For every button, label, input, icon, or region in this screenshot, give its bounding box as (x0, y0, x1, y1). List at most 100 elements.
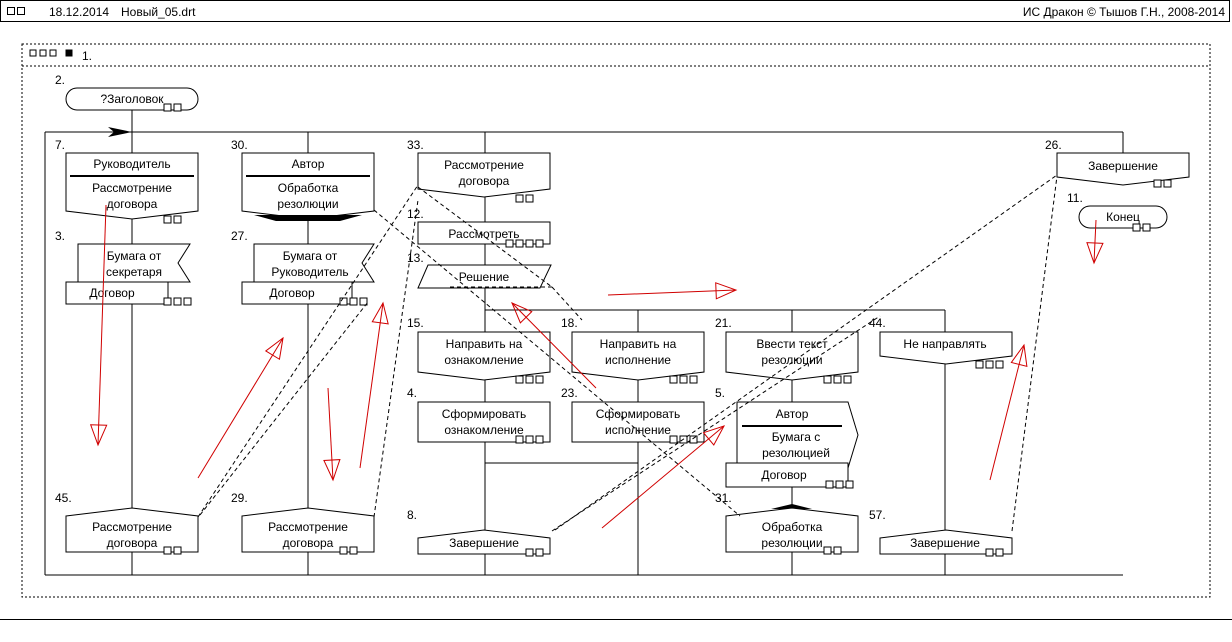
node-number: 26. (1045, 138, 1062, 152)
node-handle[interactable] (515, 375, 524, 384)
node-label: Направить на (446, 337, 523, 351)
frame-handle-filled[interactable] (65, 49, 73, 57)
node-handle[interactable] (669, 375, 678, 384)
window-icon-right[interactable] (17, 7, 25, 15)
actor-label: Автор (776, 407, 809, 421)
node-handle[interactable] (525, 548, 534, 557)
node-handle[interactable] (163, 215, 172, 224)
document-filename: Новый_05.drt (121, 5, 196, 19)
node-label: Завершение (1088, 159, 1158, 173)
node-handle[interactable] (843, 375, 852, 384)
node-handle[interactable] (173, 546, 182, 555)
node-handle[interactable] (835, 480, 844, 489)
shelf-sub-label: Договор (89, 286, 135, 300)
dashed-link (1011, 175, 1058, 532)
node-handle[interactable] (535, 548, 544, 557)
frame-handle[interactable] (49, 49, 57, 57)
node-handle[interactable] (515, 194, 524, 203)
node-handle[interactable] (349, 546, 358, 555)
annotation-arrowhead-icon (323, 459, 341, 482)
node-handle[interactable] (535, 375, 544, 384)
node-handle[interactable] (995, 548, 1004, 557)
node-handle[interactable] (1132, 223, 1141, 232)
node-handle[interactable] (173, 103, 182, 112)
node-handle[interactable] (1153, 179, 1162, 188)
node-handle[interactable] (163, 546, 172, 555)
node-label: Бумага от (283, 249, 338, 263)
node-number: 13. (407, 251, 424, 265)
node-handle[interactable] (525, 194, 534, 203)
node-handle[interactable] (535, 435, 544, 444)
shelf-sub-node[interactable] (65, 281, 169, 305)
node-handle[interactable] (525, 435, 534, 444)
node-number: 8. (407, 508, 417, 522)
node-label: исполнение (605, 353, 671, 367)
input-node[interactable] (879, 529, 1013, 555)
end-node[interactable] (1078, 205, 1168, 229)
node-handle[interactable] (975, 360, 984, 369)
node-handle[interactable] (689, 375, 698, 384)
node-handle[interactable] (515, 239, 524, 248)
node-handle[interactable] (163, 103, 172, 112)
node-handle[interactable] (173, 215, 182, 224)
node-handle[interactable] (833, 546, 842, 555)
input-node[interactable] (725, 507, 859, 553)
action-node[interactable] (571, 401, 705, 443)
action-node[interactable] (417, 221, 551, 245)
annotation-arrow-shaft (607, 289, 737, 296)
frame-handle[interactable] (39, 49, 47, 57)
input-node[interactable] (241, 507, 375, 553)
node-number: 4. (407, 386, 417, 400)
node-handle[interactable] (679, 375, 688, 384)
node-label: резолюции (761, 536, 822, 550)
node-handle[interactable] (163, 297, 172, 306)
node-handle[interactable] (995, 360, 1004, 369)
action-node[interactable] (417, 401, 551, 443)
node-handle[interactable] (823, 546, 832, 555)
node-handle[interactable] (183, 297, 192, 306)
node-handle[interactable] (515, 435, 524, 444)
node-handle[interactable] (505, 239, 514, 248)
actor-label: Автор (292, 157, 325, 171)
node-handle[interactable] (833, 375, 842, 384)
node-handle[interactable] (1163, 179, 1172, 188)
input-node[interactable] (417, 529, 551, 555)
node-handle[interactable] (985, 548, 994, 557)
node-handle[interactable] (823, 375, 832, 384)
dashed-link (551, 315, 881, 532)
annotation-arrowhead-icon (89, 424, 108, 447)
node-label: секретаря (106, 265, 162, 279)
shelf-node[interactable] (77, 243, 191, 283)
node-handle[interactable] (359, 297, 368, 306)
window-icon-left[interactable] (7, 7, 15, 15)
node-handle[interactable] (689, 435, 698, 444)
node-handle[interactable] (535, 239, 544, 248)
node-handle[interactable] (349, 297, 358, 306)
node-label: Завершение (910, 536, 980, 550)
node-handle[interactable] (845, 480, 854, 489)
shelf-actor-node[interactable] (736, 401, 859, 469)
frame-handle[interactable] (29, 49, 37, 57)
node-label: ознакомление (444, 423, 524, 437)
node-handle[interactable] (173, 297, 182, 306)
output-node[interactable] (879, 331, 1013, 365)
output-node[interactable] (417, 152, 551, 198)
node-handle[interactable] (669, 435, 678, 444)
node-handle[interactable] (825, 480, 834, 489)
node-number: 3. (55, 229, 65, 243)
node-number: 27. (231, 229, 248, 243)
diagram-frame (21, 43, 1211, 598)
question-node[interactable] (417, 264, 552, 289)
node-handle[interactable] (339, 297, 348, 306)
shelf-node[interactable] (253, 243, 375, 283)
node-handle[interactable] (1142, 223, 1151, 232)
actor-node[interactable] (65, 152, 199, 220)
node-label: договора (283, 536, 334, 550)
node-handle[interactable] (985, 360, 994, 369)
node-handle[interactable] (525, 375, 534, 384)
shelf-sub-node[interactable] (241, 281, 353, 305)
node-label: Решение (459, 270, 510, 284)
node-handle[interactable] (339, 546, 348, 555)
node-handle[interactable] (525, 239, 534, 248)
input-node[interactable] (65, 507, 199, 553)
